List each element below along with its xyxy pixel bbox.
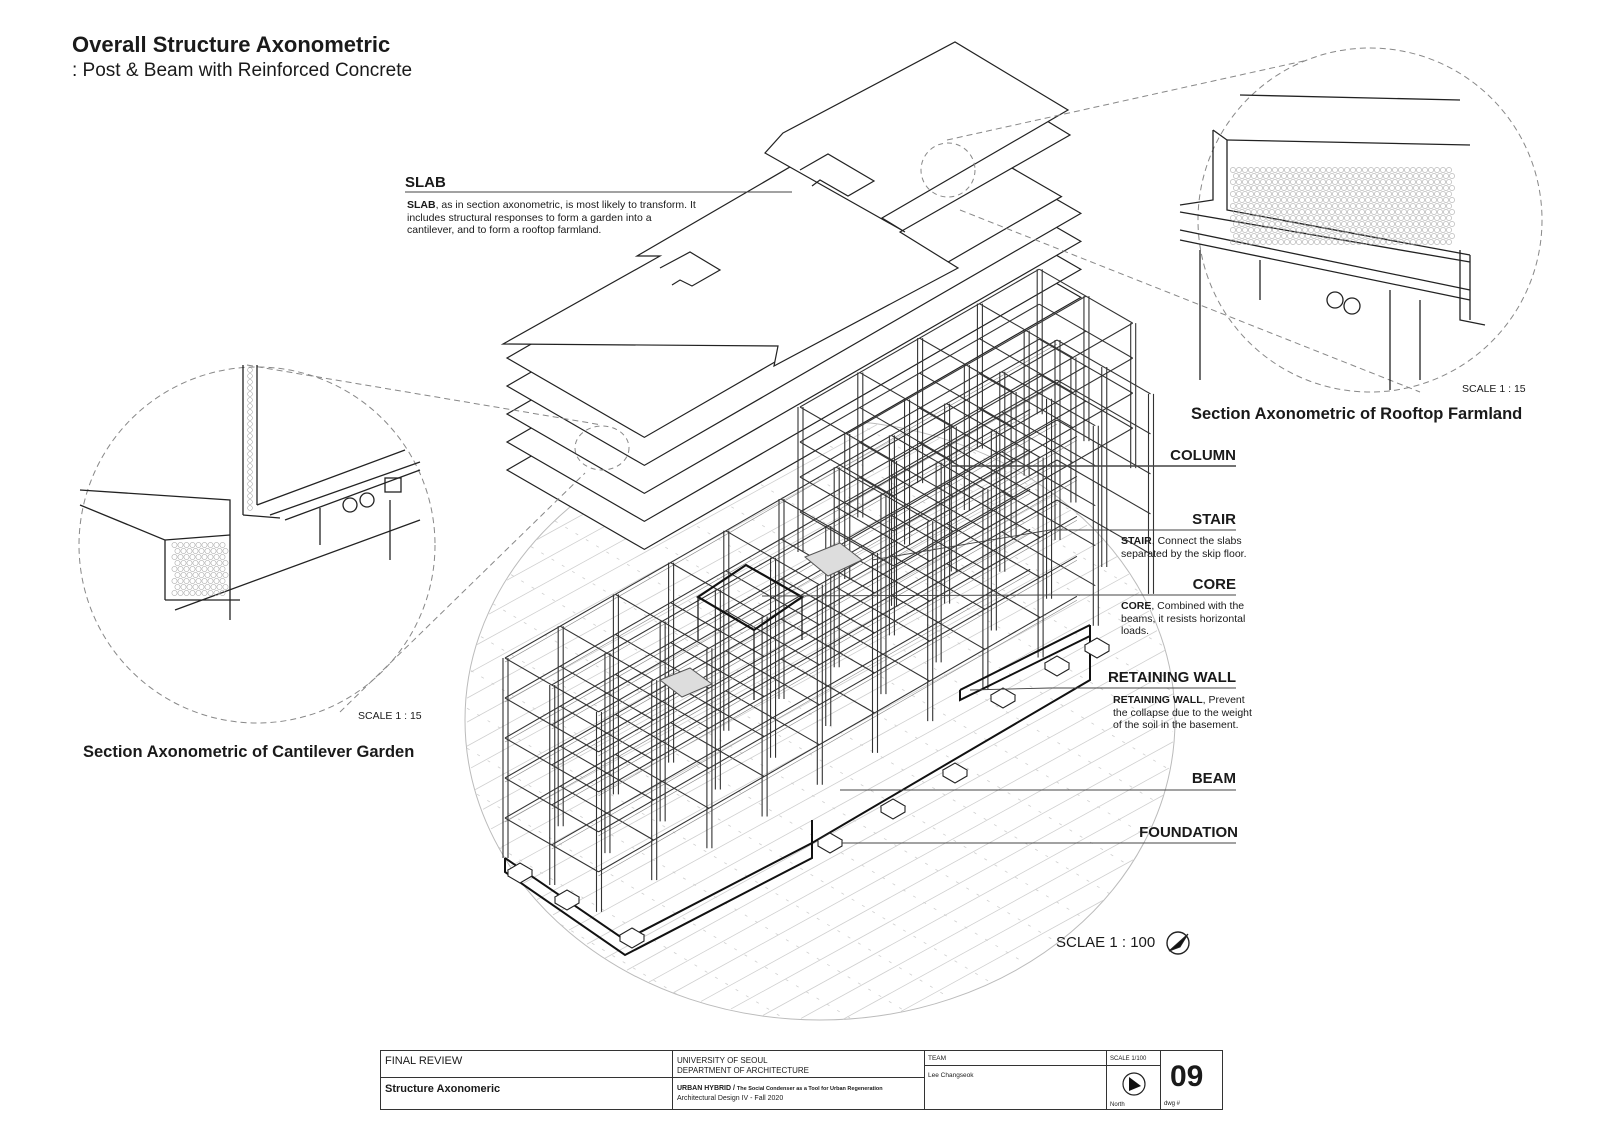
- slab-stack: [500, 41, 1083, 551]
- core-description: CORE, Combined with the beams, it resist…: [1121, 600, 1246, 637]
- core-shaft: [695, 563, 805, 700]
- tb-dwg-label: dwg #: [1164, 1101, 1181, 1107]
- main-scale: SCLAE 1 : 100: [1056, 934, 1156, 951]
- garden-detail-caption: Section Axonometric of Cantilever Garden: [83, 743, 415, 761]
- tb-scale: SCALE 1/100: [1110, 1056, 1147, 1062]
- beam-label: BEAM: [1191, 770, 1236, 787]
- north-arrow-icon: [1122, 1072, 1146, 1096]
- garden-detail-scale: SCALE 1 : 15: [358, 710, 422, 722]
- stair-description: STAIR, Connect the slabs separated by th…: [1121, 535, 1247, 560]
- garden-detail-circle: [78, 364, 630, 724]
- rooftop-detail-caption: Section Axonometric of Rooftop Farmland: [1191, 405, 1523, 423]
- tb-project: URBAN HYBRID / The Social Condenser as a…: [677, 1085, 883, 1092]
- title-block: FINAL REVIEW Structure Axonomeric UNIVER…: [380, 1050, 1223, 1110]
- tb-drawing-name: Structure Axonomeric: [385, 1083, 501, 1095]
- tb-dwg-number: 09: [1170, 1060, 1204, 1093]
- rooftop-detail-scale: SCALE 1 : 15: [1462, 383, 1526, 395]
- slab-label: SLAB: [405, 174, 446, 191]
- tb-university: UNIVERSITY OF SEOUL: [677, 1056, 768, 1065]
- tb-review: FINAL REVIEW: [385, 1055, 463, 1067]
- column-label: COLUMN: [1170, 447, 1236, 464]
- tb-department: DEPARTMENT OF ARCHITECTURE: [677, 1066, 810, 1075]
- page-title: Overall Structure Axonometric: [72, 32, 391, 57]
- foundation-pads: [506, 637, 1111, 949]
- retaining-wall-label: RETAINING WALL: [1107, 669, 1236, 686]
- core-label: CORE: [1192, 576, 1236, 593]
- slab-description: SLAB, as in section axonometric, is most…: [407, 199, 696, 236]
- tb-team-label: TEAM: [928, 1055, 947, 1062]
- leader-lines: [405, 191, 1236, 844]
- tb-course: Architectural Design IV - Fall 2020: [677, 1095, 784, 1102]
- tb-team-member: Lee Changseok: [928, 1072, 974, 1079]
- retaining-wall-description: RETAINING WALL, Prevent the collapse due…: [1113, 694, 1252, 731]
- tb-north-label: North: [1110, 1102, 1125, 1108]
- north-arrow-icon: [1166, 931, 1190, 955]
- page-subtitle: : Post & Beam with Reinforced Concrete: [72, 60, 413, 81]
- frame-structure: [502, 268, 1155, 912]
- rooftop-detail-circle: [920, 47, 1543, 393]
- stair-treads: [659, 542, 863, 698]
- stair-label: STAIR: [1192, 511, 1236, 528]
- foundation-label: FOUNDATION: [1139, 824, 1238, 841]
